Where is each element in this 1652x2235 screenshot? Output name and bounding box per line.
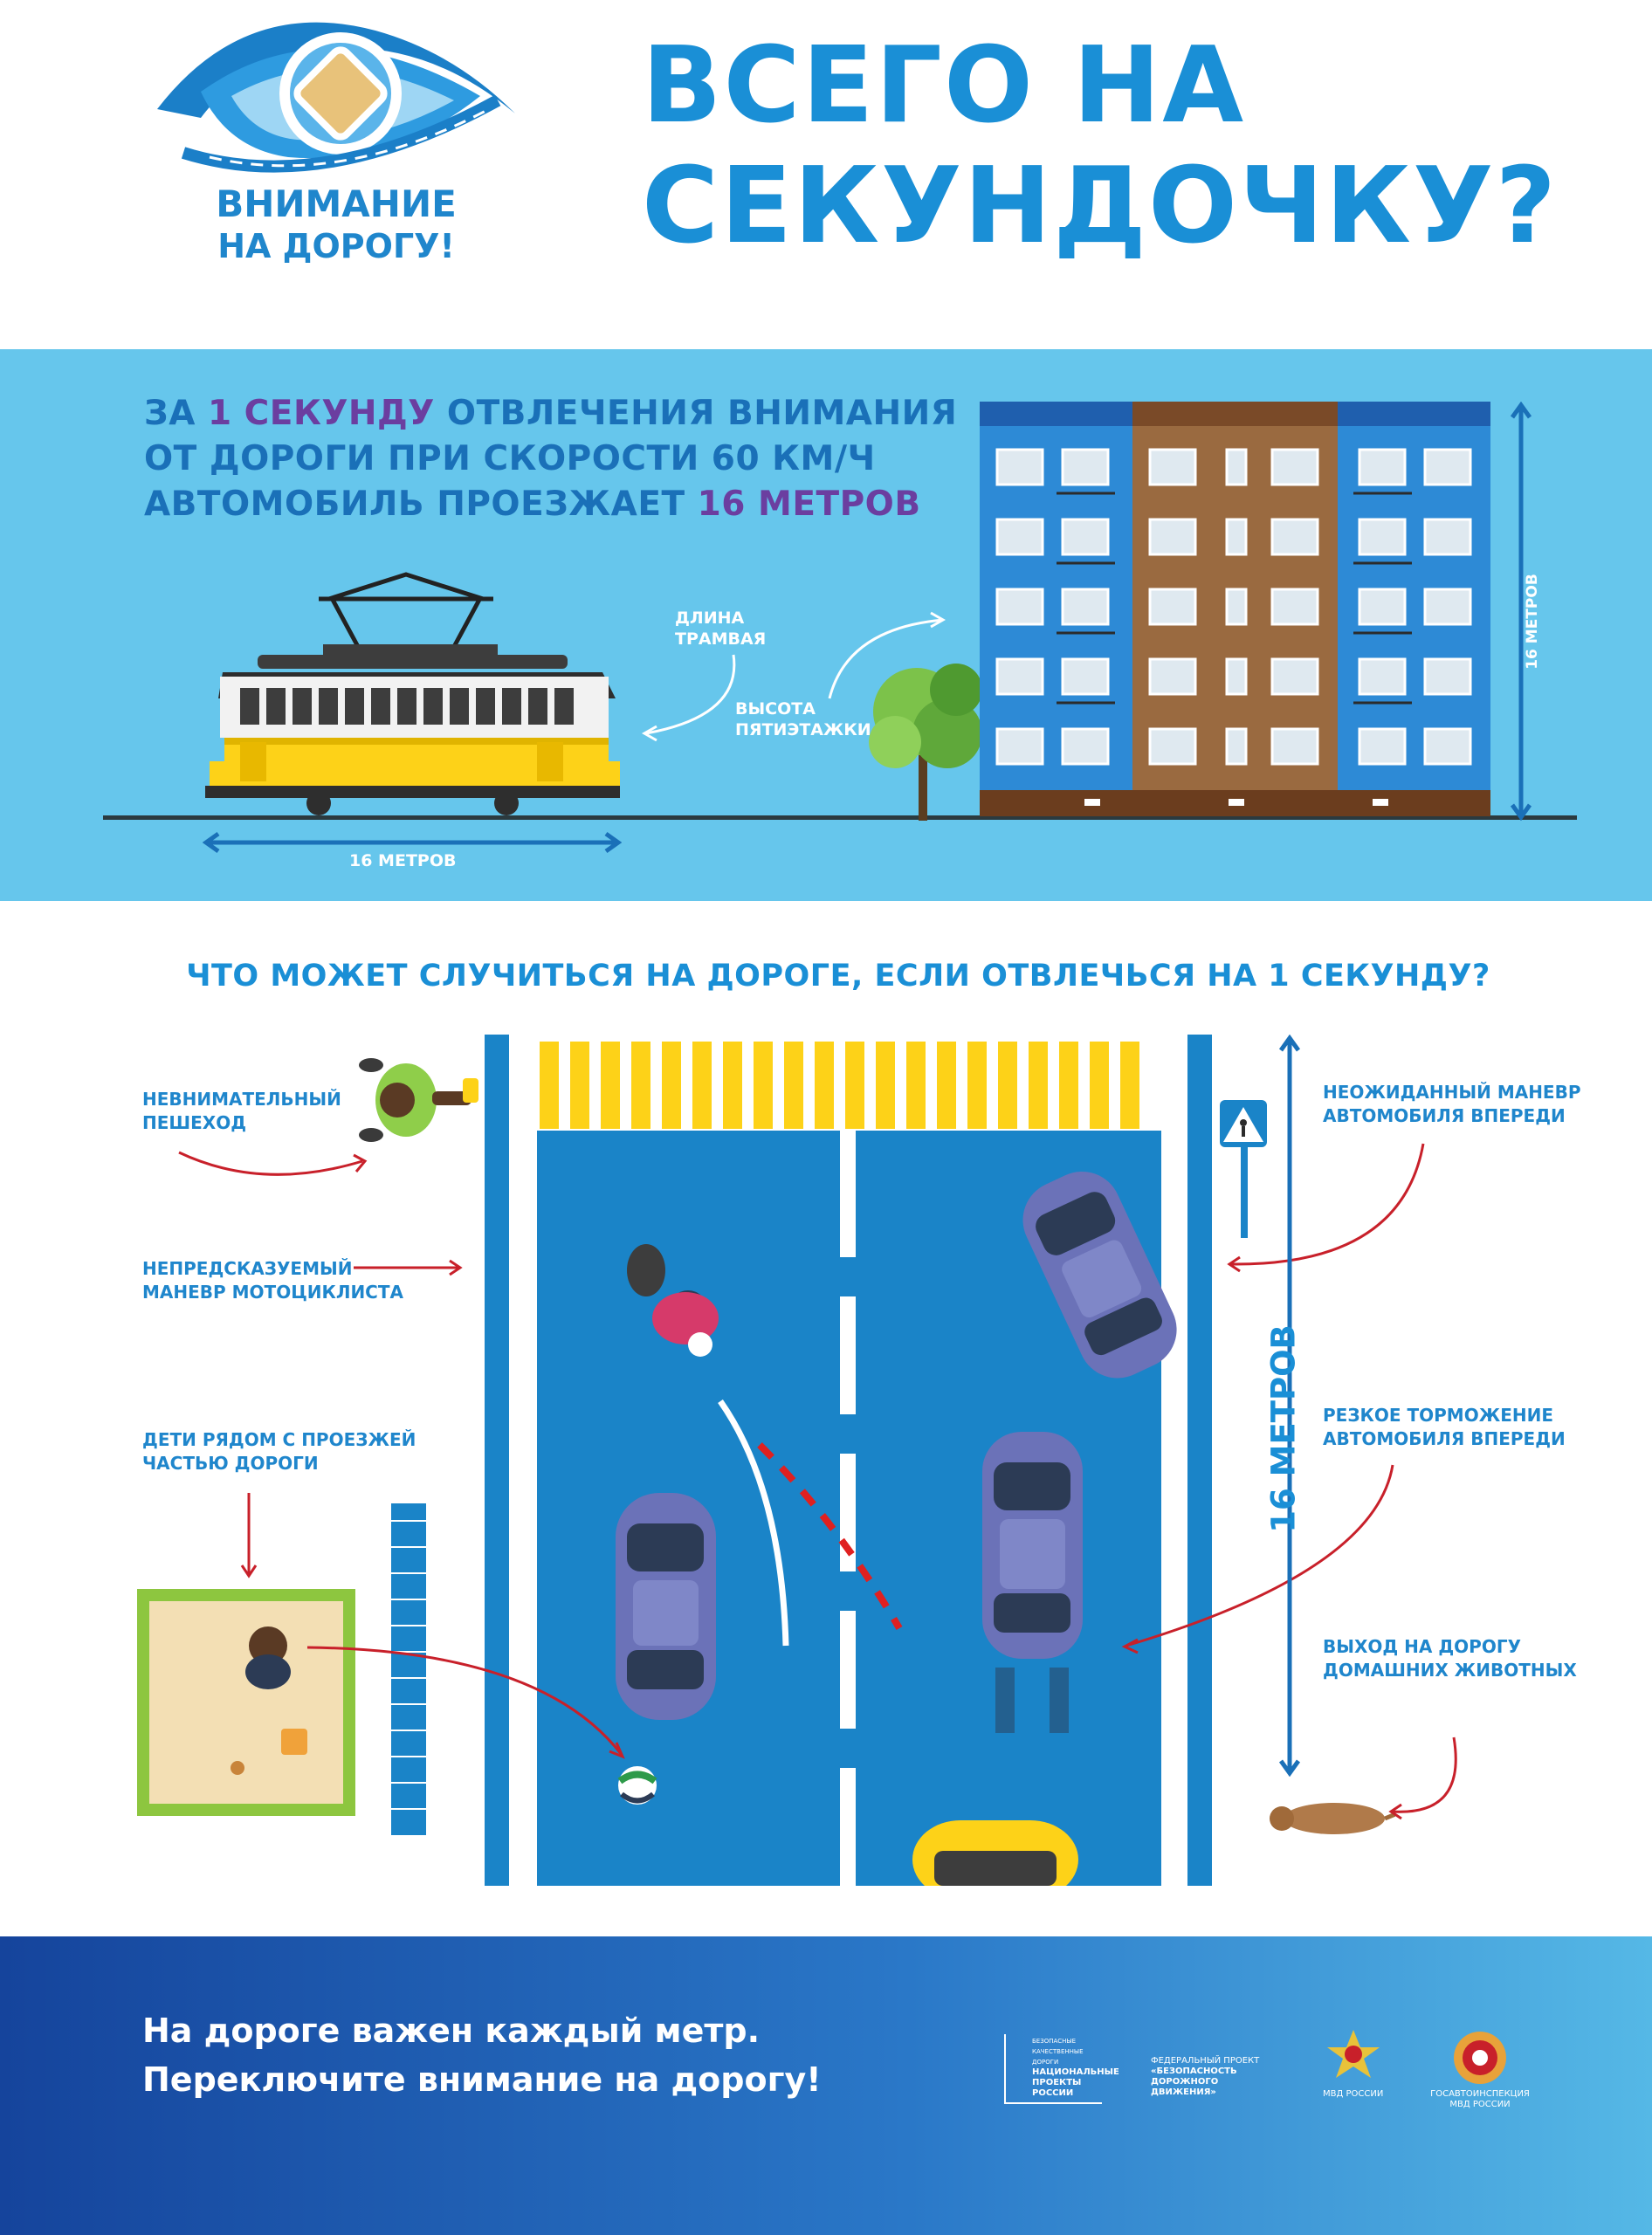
building-icon — [980, 402, 1490, 816]
mvd-label: МВД РОССИИ — [1323, 2089, 1384, 2099]
curved-arrow-icon — [828, 611, 946, 699]
logo-title: ВНИМАНИЕ — [216, 182, 457, 225]
band-line1-post: ОТВЛЕЧЕНИЯ ВНИМАНИЯ — [434, 394, 958, 433]
page-title-line2: СЕКУНДОЧКУ? — [642, 146, 1559, 267]
footer-line1: На дороге важен каждый метр. — [142, 2012, 761, 2050]
fence-icon — [391, 1503, 426, 1835]
footer — [0, 1936, 1652, 2235]
national-projects-logo: БЕЗОПАСНЫЕ КАЧЕСТВЕННЫЕ ДОРОГИ НАЦИОНАЛЬ… — [1004, 2034, 1119, 2104]
car-icon — [982, 1432, 1083, 1733]
tram-measure-arrow-icon — [203, 831, 622, 854]
pedestrian-icon — [359, 1058, 478, 1142]
car-icon — [616, 1493, 716, 1720]
band-text: ЗА 1 СЕКУНДУ ОТВЛЕЧЕНИЯ ВНИМАНИЯ ОТ ДОРО… — [144, 391, 1000, 527]
gai-emblem-icon — [1454, 2032, 1506, 2084]
band-line3-pre: АВТОМОБИЛЬ ПРОЕЗЖАЕТ — [144, 485, 698, 524]
tree-icon — [869, 664, 982, 821]
building-measure-label: 16 МЕТРОВ — [1524, 574, 1541, 670]
dog-icon — [1270, 1803, 1395, 1834]
road-measure-label: 16 МЕТРОВ — [1264, 1324, 1303, 1533]
annotation-arrows — [178, 1143, 1457, 1820]
band-line1-highlight: 1 СЕКУНДУ — [207, 394, 435, 433]
road-scene — [485, 1035, 1212, 1886]
page-title-line1: ВСЕГО НА — [642, 25, 1246, 147]
pedestrian-crossing-sign-icon — [1220, 1100, 1267, 1238]
footer-line2: Переключите внимание на дорогу! — [142, 2060, 822, 2099]
tram-icon — [205, 572, 620, 815]
tram-measure-label: 16 МЕТРОВ — [349, 851, 457, 870]
logo-subtitle: НА ДОРОГУ! — [217, 227, 455, 265]
sandbox-icon — [137, 1589, 355, 1816]
ground-line — [103, 815, 1577, 820]
band-line1-pre: ЗА — [144, 394, 208, 433]
logo-eye-icon — [157, 22, 515, 173]
page-title: ВСЕГО НА СЕКУНДОЧКУ? — [642, 26, 1620, 267]
curved-arrow-icon — [641, 654, 736, 742]
band-line2: ОТ ДОРОГИ ПРИ СКОРОСТИ 60 КМ/Ч — [144, 439, 876, 478]
road-measure-arrow-icon — [1278, 1035, 1301, 1777]
building-measure-arrow-icon — [1510, 402, 1532, 821]
federal-project-logo: ФЕДЕРАЛЬНЫЙ ПРОЕКТ«БЕЗОПАСНОСТЬ ДОРОЖНОГ… — [1151, 2056, 1260, 2097]
band-line3-highlight: 16 МЕТРОВ — [697, 485, 921, 524]
section-question: ЧТО МОЖЕТ СЛУЧИТЬСЯ НА ДОРОГЕ, ЕСЛИ ОТВЛ… — [186, 959, 1490, 994]
mvd-emblem-icon — [1327, 2030, 1380, 2078]
footer-slogan: На дороге важен каждый метр. Переключите… — [142, 2006, 928, 2104]
